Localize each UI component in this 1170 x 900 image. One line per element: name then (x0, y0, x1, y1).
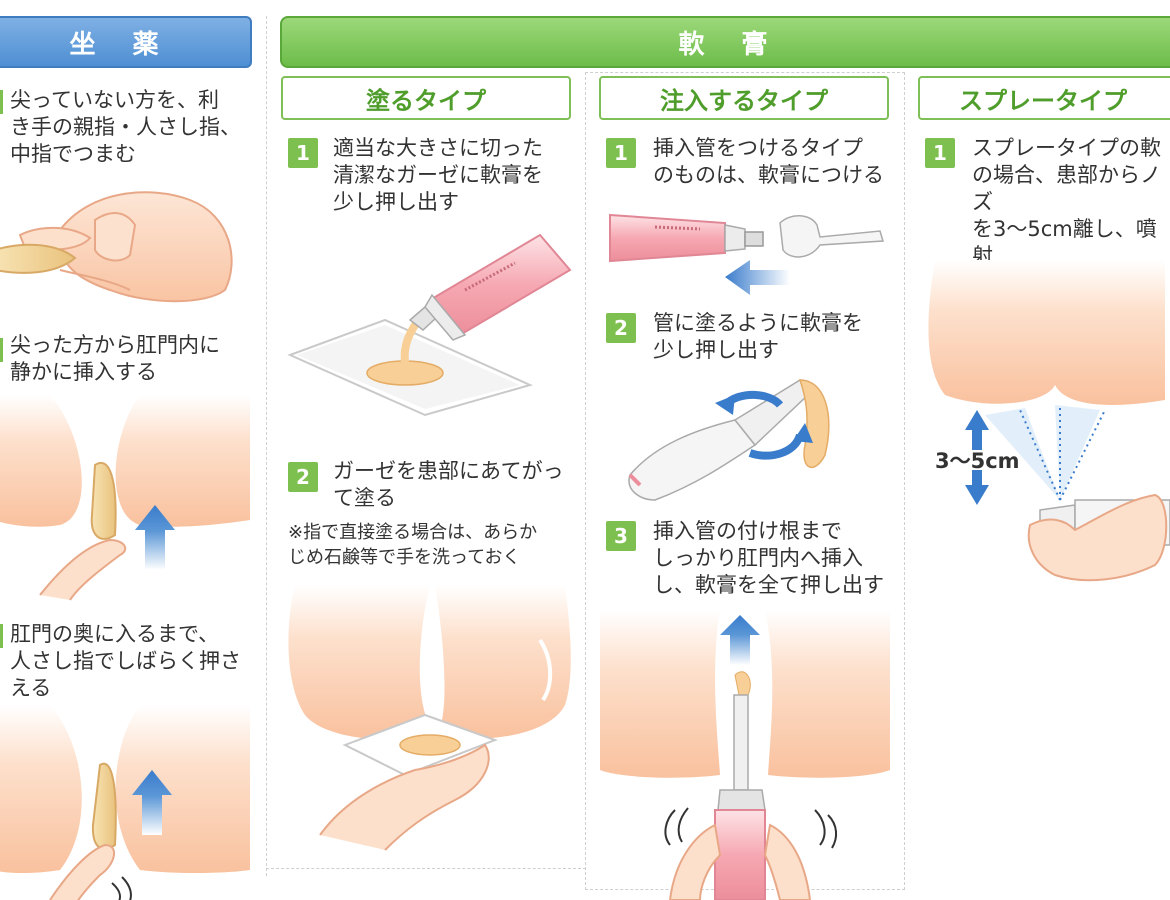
spray-illustration (928, 260, 1170, 582)
inject-step-1-number: 1 (606, 138, 636, 168)
apply-step-2-text: ガーゼを患部にあてがっ て塗る (333, 459, 564, 510)
suppository-step-2-text: 尖った方から肛門内に 静かに挿入する (10, 333, 220, 384)
spray-step-1-number: 1 (925, 138, 955, 168)
nozzle-insert-illustration (600, 610, 890, 900)
step-marker (0, 90, 3, 114)
apply-type-title: 塗るタイプ (281, 76, 571, 120)
nozzle-coat-illustration (628, 379, 830, 501)
ointment-header-label: 軟 膏 (678, 29, 782, 60)
inject-step-2-text: 管に塗るように軟膏を 少し押し出す (653, 311, 863, 362)
gauze-tube-illustration (287, 233, 572, 417)
suppository-hold-illustration (0, 191, 233, 303)
spray-distance-label: 3〜5cm (935, 449, 1020, 473)
suppository-press-illustration (0, 705, 250, 900)
ointment-header: 軟 膏 (280, 16, 1170, 68)
inject-type-title-text: 注入するタイプ (660, 86, 828, 115)
suppository-header: 坐 薬 (0, 16, 252, 68)
spray-type-title-text: スプレータイプ (959, 86, 1127, 115)
step-marker (0, 338, 3, 362)
gauze-apply-illustration (288, 585, 571, 851)
apply-step-1-number: 1 (288, 138, 318, 168)
inject-step-3-number: 3 (606, 521, 636, 551)
suppository-insert-illustration (0, 395, 250, 601)
inject-step-2-number: 2 (606, 313, 636, 343)
apply-step-2-number: 2 (288, 462, 318, 492)
column-divider (266, 16, 267, 876)
suppository-step-3-text: 肛門の奥に入るまで、 人さし指でしばらく押さ える (10, 622, 241, 700)
spray-panel-divider (904, 72, 905, 890)
tube-nozzle-illustration (609, 213, 884, 295)
inject-type-title: 注入するタイプ (599, 76, 889, 120)
inject-step-1-text: 挿入管をつけるタイプ のものは、軟膏につける (653, 136, 884, 187)
step-marker (0, 624, 3, 648)
apply-type-title-text: 塗るタイプ (366, 86, 486, 115)
apply-note-text: ※指で直接塗る場合は、あらか じめ石鹸等で手を洗っておく (288, 522, 538, 568)
spray-type-title: スプレータイプ (918, 76, 1170, 120)
apply-panel-border (266, 868, 586, 869)
apply-step-1-text: 適当な大きさに切った 清潔なガーゼに軟膏を 少し押し出す (333, 136, 543, 214)
suppository-step-1-text: 尖っていない方を、利 き手の親指・人さし指、 中指でつまむ (10, 88, 241, 166)
inject-step-3-text: 挿入管の付け根まで しっかり肛門内へ挿入 し、軟膏を全て押し出す (653, 519, 884, 597)
suppository-header-label: 坐 薬 (69, 29, 173, 60)
